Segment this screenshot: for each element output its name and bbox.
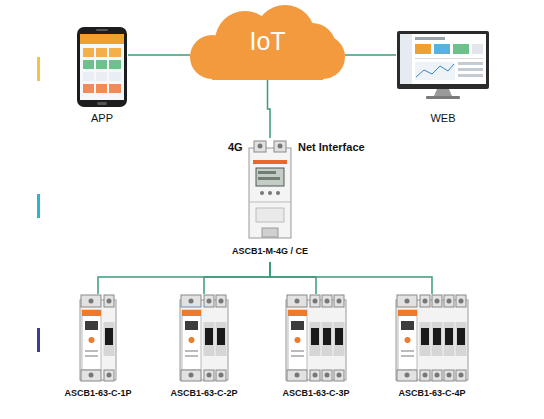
node-label: IoT	[190, 27, 345, 56]
connector-line	[270, 262, 316, 294]
connector-line	[204, 262, 270, 294]
breaker-device-art	[395, 294, 469, 382]
breaker-device: ASCB1-63-C-4P	[384, 294, 480, 400]
connector-line	[128, 54, 190, 56]
node-label: ASCB1-M-4G / CE	[222, 246, 318, 256]
phone-icon-art	[76, 26, 128, 108]
breaker-device: ASCB1-63-C-1P	[50, 294, 146, 400]
phone-icon: APP	[76, 26, 128, 128]
gateway-device: ASCB1-M-4G / CE	[222, 138, 318, 262]
connector-line	[270, 262, 432, 294]
cloud-shape: IoT	[190, 5, 345, 80]
monitor-icon: WEB	[396, 30, 490, 128]
node-label: ASCB1-63-C-2P	[156, 388, 252, 398]
breaker-device-art	[179, 294, 229, 382]
node-label: ASCB1-63-C-1P	[50, 388, 146, 398]
interface-label: 4G	[228, 141, 243, 153]
accent-bar	[37, 57, 40, 81]
node-label: WEB	[396, 112, 490, 125]
interface-label: Net Interface	[298, 141, 365, 153]
connector-line	[345, 54, 396, 56]
accent-bar	[37, 194, 40, 218]
breaker-device-art	[79, 294, 117, 382]
accent-bar	[37, 328, 40, 352]
connector-line	[98, 262, 270, 294]
breaker-device-art	[285, 294, 347, 382]
breaker-device: ASCB1-63-C-3P	[268, 294, 364, 400]
connector-line	[268, 80, 271, 138]
node-label: ASCB1-63-C-3P	[268, 388, 364, 398]
breaker-device: ASCB1-63-C-2P	[156, 294, 252, 400]
gateway-device-art	[248, 140, 292, 240]
node-label: APP	[76, 112, 128, 125]
monitor-icon-art	[396, 30, 490, 100]
node-label: ASCB1-63-C-4P	[384, 388, 480, 398]
